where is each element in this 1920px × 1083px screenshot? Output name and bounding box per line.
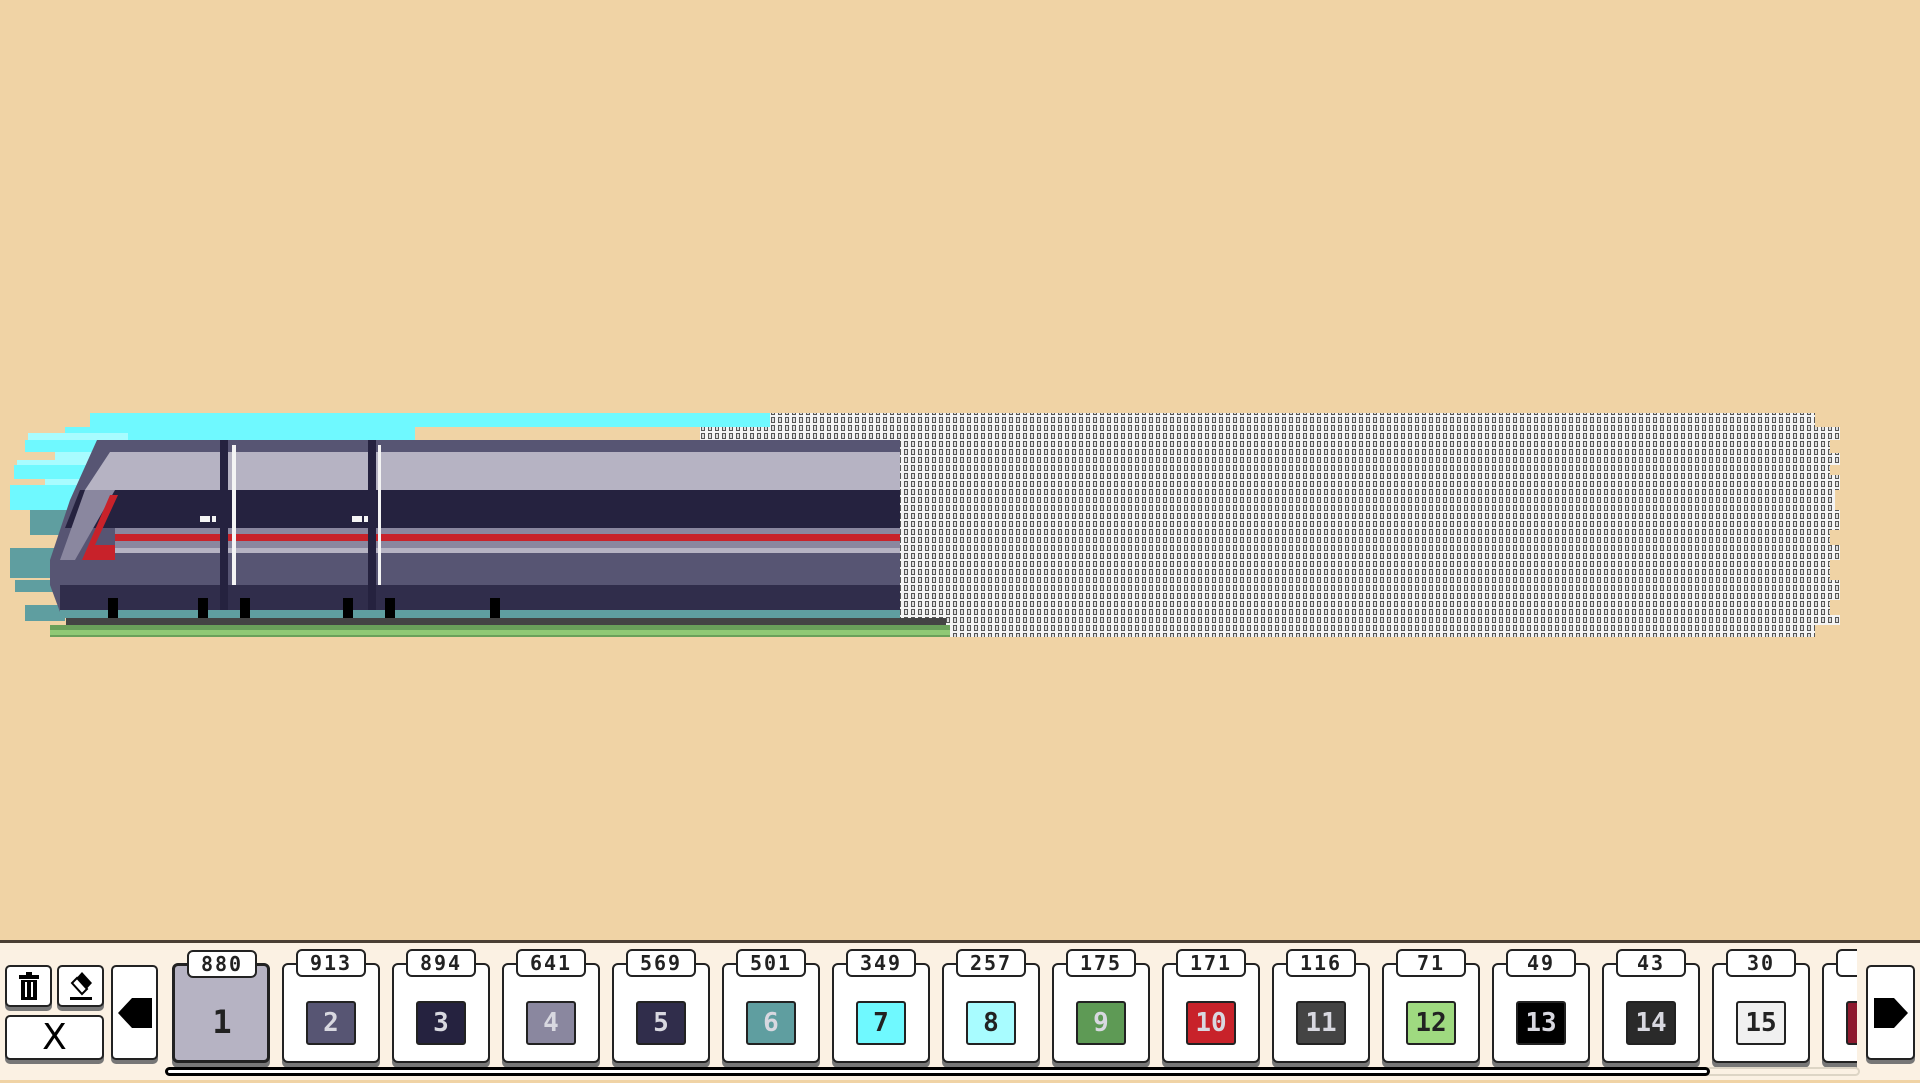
- palette-color-2[interactable]: 913 2: [282, 949, 380, 1063]
- remaining-count-badge: 171: [1176, 949, 1246, 977]
- train: [50, 440, 950, 637]
- remaining-count-badge: 894: [406, 949, 476, 977]
- remaining-count-badge: [1836, 949, 1857, 977]
- remaining-count-badge: 43: [1616, 949, 1686, 977]
- remaining-count-badge: 116: [1286, 949, 1356, 977]
- scroll-left-button[interactable]: [111, 965, 158, 1060]
- palette-color-5[interactable]: 569 5: [612, 949, 710, 1063]
- palette-color-12[interactable]: 71 12: [1382, 949, 1480, 1063]
- palette-color-1[interactable]: 880 1: [172, 950, 270, 1063]
- color-swatch: 1: [212, 1003, 232, 1041]
- right-streaks: [1815, 413, 1855, 637]
- remaining-count-badge: 49: [1506, 949, 1576, 977]
- train-artwork: [10, 413, 1855, 637]
- color-swatch: 13: [1516, 1001, 1566, 1045]
- palette-color-3[interactable]: 894 3: [392, 949, 490, 1063]
- palette-color-11[interactable]: 116 11: [1272, 949, 1370, 1063]
- color-swatch: 9: [1076, 1001, 1126, 1045]
- palette-color-6[interactable]: 501 6: [722, 949, 820, 1063]
- remaining-count-badge: 71: [1396, 949, 1466, 977]
- close-button[interactable]: X: [5, 1015, 104, 1060]
- palette-color-14[interactable]: 43 14: [1602, 949, 1700, 1063]
- clear-button[interactable]: [5, 965, 52, 1007]
- remaining-count-badge: 349: [846, 949, 916, 977]
- eraser-button[interactable]: [57, 965, 104, 1007]
- palette-color-8[interactable]: 257 8: [942, 949, 1040, 1063]
- remaining-count-badge: 641: [516, 949, 586, 977]
- color-swatch: 7: [856, 1001, 906, 1045]
- close-label: X: [42, 1017, 67, 1058]
- color-swatch: 16: [1846, 1001, 1857, 1045]
- color-swatch: 10: [1186, 1001, 1236, 1045]
- color-swatch: 14: [1626, 1001, 1676, 1045]
- color-swatch: 15: [1736, 1001, 1786, 1045]
- arrow-right-icon: [1873, 997, 1908, 1028]
- scrollbar-thumb[interactable]: [165, 1067, 1710, 1076]
- color-swatch: 11: [1296, 1001, 1346, 1045]
- remaining-count-badge: 913: [296, 949, 366, 977]
- palette-color-15[interactable]: 30 15: [1712, 949, 1810, 1063]
- remaining-count-badge: 257: [956, 949, 1026, 977]
- palette-color-16[interactable]: 16: [1822, 949, 1857, 1063]
- color-swatch: 3: [416, 1001, 466, 1045]
- pixel-art-canvas[interactable]: [0, 0, 1920, 940]
- palette-color-4[interactable]: 641 4: [502, 949, 600, 1063]
- remaining-count-badge: 880: [187, 950, 257, 978]
- color-swatch: 4: [526, 1001, 576, 1045]
- color-swatch: 5: [636, 1001, 686, 1045]
- arrow-left-icon: [117, 997, 152, 1028]
- color-swatch: 6: [746, 1001, 796, 1045]
- color-swatch: 2: [306, 1001, 356, 1045]
- remaining-count-badge: 569: [626, 949, 696, 977]
- palette-color-10[interactable]: 171 10: [1162, 949, 1260, 1063]
- palette-color-7[interactable]: 349 7: [832, 949, 930, 1063]
- remaining-count-badge: 30: [1726, 949, 1796, 977]
- trash-icon: [18, 972, 39, 1000]
- color-swatch: 12: [1406, 1001, 1456, 1045]
- remaining-count-badge: 501: [736, 949, 806, 977]
- eraser-icon: [69, 972, 92, 1000]
- palette-color-13[interactable]: 49 13: [1492, 949, 1590, 1063]
- color-swatch: 8: [966, 1001, 1016, 1045]
- remaining-count-badge: 175: [1066, 949, 1136, 977]
- scroll-right-button[interactable]: [1866, 965, 1915, 1060]
